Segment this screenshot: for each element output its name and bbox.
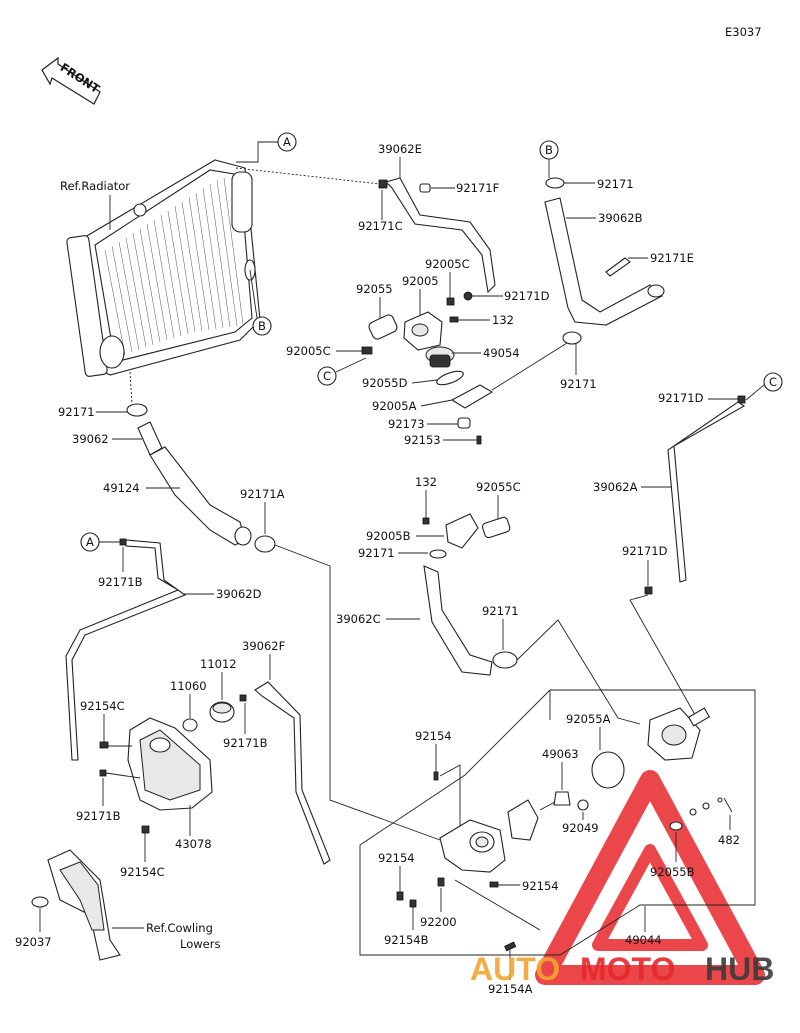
label-92005A: 92005A — [372, 399, 417, 413]
label-39062: 39062 — [72, 432, 109, 446]
watermark-hub: HUB — [705, 951, 774, 987]
label-92154-right: 92154 — [522, 879, 559, 893]
label-92171B-top: 92171B — [98, 575, 143, 589]
label-92171C: 92171C — [358, 219, 403, 233]
label-92154-left: 92154 — [378, 851, 415, 865]
callout-b-right-label: B — [545, 143, 553, 157]
label-11060: 11060 — [170, 679, 207, 693]
label-132-mid: 132 — [415, 475, 437, 489]
label-49124: 49124 — [103, 481, 140, 495]
label-39062E: 39062E — [378, 142, 422, 156]
ref-radiator-label: Ref.Radiator — [60, 179, 130, 193]
label-92171D-right: 92171D — [658, 391, 704, 405]
label-39062A: 39062A — [593, 480, 638, 494]
watermark-logo — [535, 770, 765, 985]
label-92171E: 92171E — [650, 251, 694, 265]
label-92005C-left: 92005C — [286, 344, 331, 358]
label-92171F: 92171F — [456, 181, 499, 195]
watermark-text: AUTO MOTO HUB — [470, 951, 774, 987]
label-92173: 92173 — [388, 417, 425, 431]
label-92171-mid: 92171 — [560, 377, 597, 391]
label-92171-b: 92171 — [597, 177, 634, 191]
label-92037: 92037 — [15, 935, 52, 949]
label-92171-lower: 92171 — [482, 604, 519, 618]
label-92055A: 92055A — [566, 712, 611, 726]
radiator — [66, 159, 261, 377]
label-11012: 11012 — [200, 657, 237, 671]
label-92171A: 92171A — [240, 487, 285, 501]
label-39062D: 39062D — [216, 587, 262, 601]
label-482: 482 — [718, 833, 740, 847]
callout-b-left-label: B — [258, 319, 266, 333]
label-39062F: 39062F — [242, 639, 285, 653]
label-92055C: 92055C — [476, 480, 521, 494]
callout-b-left — [252, 316, 272, 336]
label-49044: 49044 — [625, 933, 662, 947]
diagram-code: E3037 — [725, 25, 762, 39]
label-132-top: 132 — [492, 313, 514, 327]
label-92055: 92055 — [356, 282, 393, 296]
ref-cowling-label-2: Lowers — [180, 937, 220, 951]
label-92200: 92200 — [420, 915, 457, 929]
label-92171-mid2: 92171 — [358, 546, 395, 560]
cowling-bracket — [47, 849, 121, 961]
watermark-auto: AUTO — [470, 951, 560, 987]
label-92055B: 92055B — [650, 865, 695, 879]
watermark-moto: MOTO — [580, 951, 675, 987]
label-92171-left: 92171 — [58, 405, 95, 419]
label-92154A: 92154A — [488, 982, 533, 996]
ref-cowling-label-1: Ref.Cowling — [146, 921, 213, 935]
label-92005C-top: 92005C — [425, 257, 470, 271]
label-39062C: 39062C — [336, 612, 381, 626]
label-92154C-top: 92154C — [80, 699, 125, 713]
label-49054: 49054 — [483, 346, 520, 360]
callout-a-left-label: A — [86, 535, 94, 549]
label-92171D-mid: 92171D — [622, 544, 668, 558]
callout-a-top-label: A — [283, 135, 291, 149]
label-92171B-mid: 92171B — [223, 736, 268, 750]
reservoir-tank — [127, 717, 213, 811]
label-49063: 49063 — [542, 747, 579, 761]
label-92154-top: 92154 — [415, 729, 452, 743]
callout-c-left — [317, 366, 337, 386]
label-92171D-top: 92171D — [504, 289, 550, 303]
callout-c-right-label: C — [769, 375, 777, 389]
label-92005B: 92005B — [366, 529, 411, 543]
label-92154B: 92154B — [384, 933, 429, 947]
label-92049: 92049 — [562, 821, 599, 835]
front-arrow: FRONT — [41, 56, 102, 105]
callout-c-right — [763, 372, 783, 392]
callout-c-left-label: C — [323, 369, 331, 383]
label-92153: 92153 — [404, 433, 441, 447]
pump-cover — [647, 707, 711, 761]
label-39062B: 39062B — [598, 211, 643, 225]
label-92055D: 92055D — [362, 376, 408, 390]
label-43078: 43078 — [175, 837, 212, 851]
label-92005: 92005 — [402, 274, 439, 288]
thermostat — [425, 346, 455, 368]
label-92154C-low: 92154C — [120, 865, 165, 879]
label-92171B-low: 92171B — [76, 809, 121, 823]
water-pump — [439, 819, 506, 873]
